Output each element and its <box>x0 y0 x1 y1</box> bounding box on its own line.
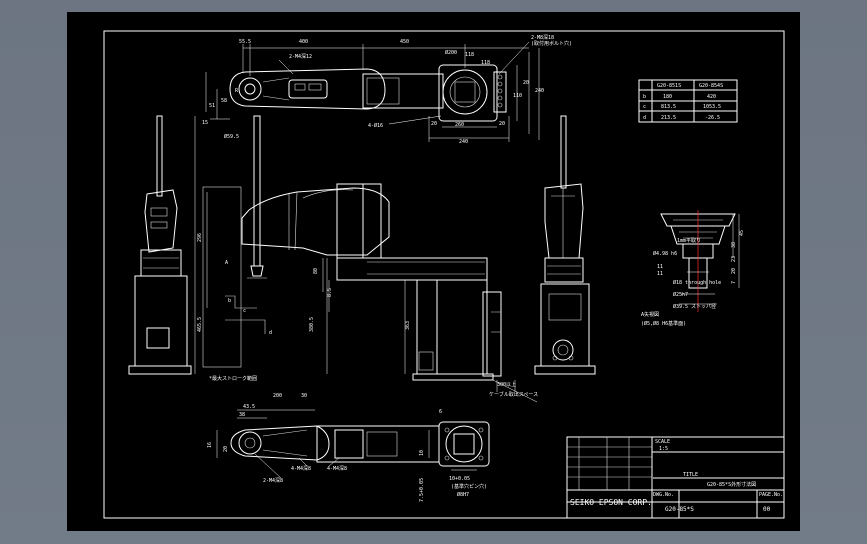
svg-text:1mm平取り: 1mm平取り <box>677 238 701 244</box>
svg-text:Ø200: Ø200 <box>445 49 457 56</box>
drawing-border <box>103 30 785 519</box>
scale-value: 1:5 <box>659 446 668 452</box>
svg-text:20: 20 <box>223 446 229 452</box>
svg-text:4-Ø16: 4-Ø16 <box>368 122 383 129</box>
svg-text:10: 10 <box>419 450 425 456</box>
svg-text:Ø39.5 ストッパ径: Ø39.5 ストッパ径 <box>673 303 716 310</box>
svg-text:20: 20 <box>523 80 529 86</box>
svg-text:(Ø5,Ø8 H6基準面): (Ø5,Ø8 H6基準面) <box>641 320 686 327</box>
svg-text:Ø25h7: Ø25h7 <box>673 291 688 298</box>
svg-text:51: 51 <box>209 103 215 109</box>
dwg-no-label: DWG.No. <box>653 492 674 498</box>
detail-a-view: 1mm平取り Ø4.98 h6 11 11 Ø18 through hole Ø… <box>641 210 745 327</box>
svg-text:8.5: 8.5 <box>327 288 333 297</box>
svg-text:23: 23 <box>731 256 737 262</box>
svg-text:A矢視図: A矢視図 <box>641 311 659 318</box>
svg-text:118: 118 <box>465 52 474 58</box>
svg-text:450: 450 <box>400 39 409 45</box>
top-view: 55.5 400 450 118 118 260 240 20 20 110 2… <box>202 34 572 145</box>
svg-text:400: 400 <box>299 39 308 45</box>
spec-row-b-851: 180 <box>663 94 672 100</box>
svg-text:15: 15 <box>202 120 208 126</box>
svg-text:7.5+0.05: 7.5+0.05 <box>419 478 425 502</box>
front-view: 296 465.5 380.5 363 80 8.5 A b c d *最大スト… <box>194 115 538 403</box>
spec-row-d-label: d <box>643 115 646 121</box>
svg-text:Ø59.5: Ø59.5 <box>224 133 239 140</box>
spec-row-d-851: 213.5 <box>661 115 676 121</box>
svg-text:*最大ストローク範囲: *最大ストローク範囲 <box>209 375 257 382</box>
spec-header-1: G20-851S <box>657 83 681 89</box>
svg-text:45: 45 <box>739 230 745 236</box>
svg-text:4-M4深8: 4-M4深8 <box>327 465 347 472</box>
svg-text:80: 80 <box>313 268 319 274</box>
svg-text:(基準穴ピン穴): (基準穴ピン穴) <box>451 483 487 490</box>
svg-text:6: 6 <box>439 409 442 415</box>
spec-row-c-label: c <box>643 104 646 110</box>
svg-text:11: 11 <box>657 264 663 270</box>
svg-text:b: b <box>228 298 231 304</box>
scale-label: SCALE <box>655 439 670 445</box>
svg-text:d: d <box>269 330 272 336</box>
svg-text:465.5: 465.5 <box>197 317 203 332</box>
svg-text:10+0.05: 10+0.05 <box>449 476 470 482</box>
svg-text:20: 20 <box>731 268 737 274</box>
spec-row-b-854: 420 <box>707 94 716 100</box>
svg-text:30: 30 <box>301 393 307 399</box>
svg-text:4-M4深8: 4-M4深8 <box>291 465 311 472</box>
svg-text:2-M4深12: 2-M4深12 <box>289 53 312 60</box>
spec-header-2: G20-854S <box>699 83 723 89</box>
svg-text:20: 20 <box>431 121 437 127</box>
title-value: G20-85*S外形寸法図 <box>707 481 756 488</box>
spec-row-c-854: 1053.5 <box>703 104 721 110</box>
svg-text:c: c <box>243 308 246 314</box>
svg-text:16: 16 <box>207 442 213 448</box>
svg-text:2-M8深18: 2-M8深18 <box>531 34 554 41</box>
svg-text:Ø4.98 h6: Ø4.98 h6 <box>653 250 677 257</box>
svg-text:296: 296 <box>197 233 203 242</box>
svg-text:(取付用ボルト穴): (取付用ボルト穴) <box>531 40 572 47</box>
svg-text:38: 38 <box>731 242 737 248</box>
page-value: 00 <box>763 506 771 513</box>
company-name: SEIKO EPSON CORP. <box>570 498 652 507</box>
left-side-view <box>128 115 192 375</box>
svg-text:Ø18 through hole: Ø18 through hole <box>673 279 721 286</box>
right-side-view <box>534 115 596 375</box>
svg-text:20: 20 <box>499 121 505 127</box>
svg-text:380.5: 380.5 <box>309 317 315 332</box>
svg-text:200: 200 <box>273 393 282 399</box>
spec-table: G20-851S G20-854S b 180 420 c 813.5 1053… <box>638 79 738 123</box>
cad-drawing: 55.5 400 450 118 118 260 240 20 20 110 2… <box>103 30 785 519</box>
svg-text:Ø8H7: Ø8H7 <box>457 491 469 498</box>
page-label: PAGE.No. <box>759 492 783 498</box>
svg-text:240: 240 <box>535 88 544 94</box>
svg-text:363: 363 <box>405 321 411 330</box>
title-label: TITLE <box>683 472 698 478</box>
svg-text:240: 240 <box>459 139 468 145</box>
spec-row-c-851: 813.5 <box>661 104 676 110</box>
drawing-sheet: 55.5 400 450 118 118 260 240 20 20 110 2… <box>67 12 800 531</box>
svg-text:55.5: 55.5 <box>239 39 251 45</box>
svg-text:58: 58 <box>221 98 227 104</box>
title-block: SCALE 1:5 TITLE G20-85*S外形寸法図 SEIKO EPSO… <box>566 436 785 519</box>
svg-text:7: 7 <box>731 281 737 284</box>
svg-text:260: 260 <box>455 122 464 128</box>
svg-text:43.5: 43.5 <box>243 404 255 410</box>
svg-text:110: 110 <box>513 93 522 99</box>
svg-text:2-M4深8: 2-M4深8 <box>263 477 283 484</box>
svg-text:300以上: 300以上 <box>497 381 516 388</box>
svg-text:11: 11 <box>657 271 663 277</box>
svg-text:38: 38 <box>239 412 245 418</box>
spec-row-b-label: b <box>643 94 646 100</box>
bottom-view: 200 30 43.5 38 16 20 10 6 10+0.05 7.5+0.… <box>207 393 490 502</box>
svg-text:A: A <box>225 260 228 266</box>
svg-text:ケーブル取出スペース: ケーブル取出スペース <box>489 391 538 398</box>
dwg-no-value: G20-85*S <box>665 506 694 513</box>
svg-text:118: 118 <box>481 60 490 66</box>
spec-row-d-854: -26.5 <box>705 115 720 121</box>
svg-text:R: R <box>235 88 239 94</box>
